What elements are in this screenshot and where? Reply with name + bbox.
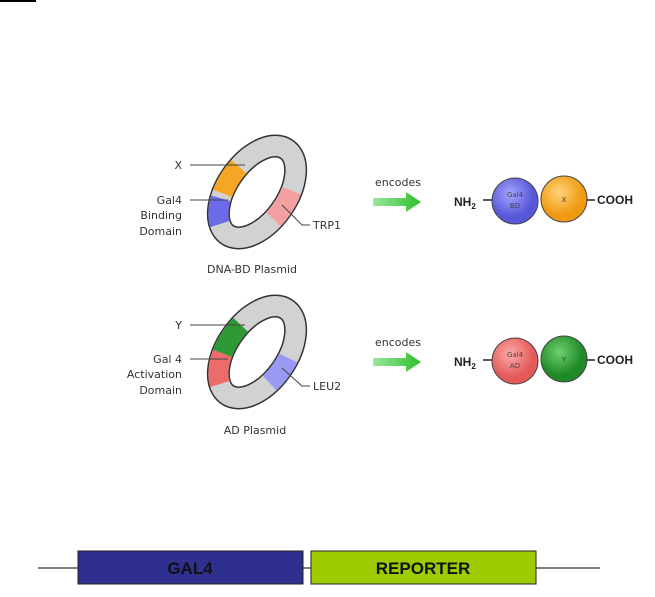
n-terminus: NH2 [454, 355, 476, 371]
domain-label-line2: Binding [140, 209, 182, 222]
encodes-arrow-2: encodes [373, 336, 421, 372]
reporter-label: REPORTER [376, 559, 470, 578]
reporter-construct: GAL4 REPORTER [38, 550, 600, 585]
trp1-label: TRP1 [312, 219, 341, 232]
domain-label-line1: Gal 4 [153, 353, 182, 366]
y-insert-segment [208, 296, 306, 408]
gal4-label: GAL4 [167, 559, 213, 578]
leu2-segment [208, 296, 306, 408]
dna-bd-plasmid: X Gal4 Binding Domain TRP1 DNA-BD Plasmi… [139, 134, 341, 276]
x-protein [540, 175, 588, 223]
svg-text:BD: BD [510, 202, 520, 210]
plasmid-name: DNA-BD Plasmid [207, 263, 297, 276]
ad-plasmid: Y Gal 4 Activation Domain LEU2 AD Plasmi… [127, 294, 341, 437]
svg-text:AD: AD [510, 362, 520, 370]
x-insert-segment [208, 136, 306, 248]
svg-text:X: X [562, 196, 567, 204]
ad-fusion-protein: NH2 Gal4 AD Y COOH [454, 335, 633, 385]
svg-text:Y: Y [561, 356, 567, 364]
encodes-arrow-1: encodes [373, 176, 421, 212]
insert-x-label: X [174, 159, 182, 172]
reporter-box [310, 550, 537, 585]
domain-label-line3: Domain [139, 384, 182, 397]
domain-label-line2: Activation [127, 368, 182, 381]
arrow-right-icon [373, 352, 421, 372]
svg-text:Gal4: Gal4 [507, 351, 524, 359]
y-protein [540, 335, 588, 383]
svg-text:encodes: encodes [375, 336, 421, 349]
gal4-ad-domain [491, 337, 539, 385]
plasmid-name: AD Plasmid [224, 424, 286, 437]
domain-label-line1: Gal4 [157, 194, 182, 207]
leu2-label: LEU2 [313, 380, 341, 393]
arrow-right-icon [373, 192, 421, 212]
gal4-bd-domain [491, 177, 539, 225]
c-terminus: COOH [597, 353, 633, 367]
gal4-box [77, 550, 304, 585]
domain-label-line3: Domain [139, 225, 182, 238]
svg-text:encodes: encodes [375, 176, 421, 189]
top-rule [0, 0, 36, 2]
trp1-segment [208, 136, 306, 248]
insert-y-label: Y [174, 319, 182, 332]
n-terminus: NH2 [454, 195, 476, 211]
svg-text:Gal4: Gal4 [507, 191, 524, 199]
bd-fusion-protein: NH2 Gal4 BD X COOH [454, 175, 633, 225]
c-terminus: COOH [597, 193, 633, 207]
